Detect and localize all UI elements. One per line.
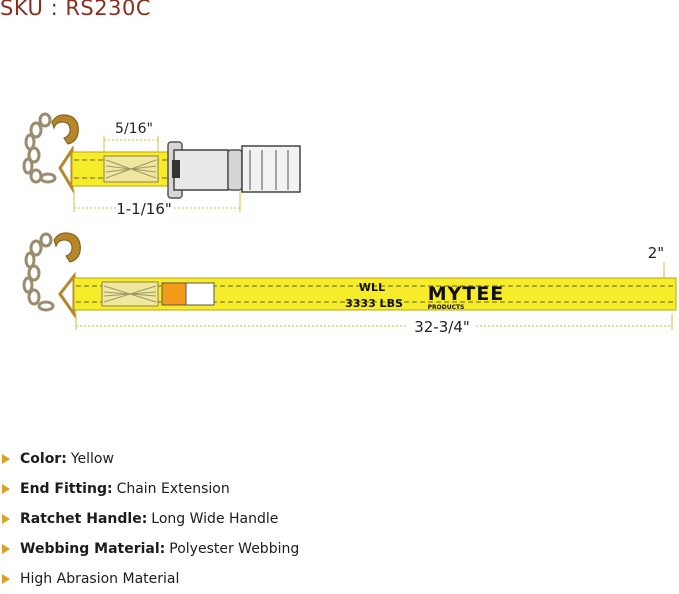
- d-ring-icon: [58, 145, 74, 194]
- bullet-icon: [2, 484, 10, 494]
- feature-value: High Abrasion Material: [20, 571, 180, 587]
- feature-value: Chain Extension: [116, 481, 230, 497]
- feature-item: Ratchet Handle: Long Wide Handle: [0, 504, 278, 534]
- grab-hook-icon: [51, 114, 79, 145]
- grab-hook-icon: [53, 232, 81, 263]
- feature-label: Ratchet Handle:: [20, 511, 148, 527]
- brand-sub: PRODUCTS: [428, 304, 465, 311]
- feature-value: Polyester Webbing: [169, 541, 300, 557]
- short-strap: 5/16" 1-1/16": [22, 112, 301, 218]
- chain-icon: [22, 232, 55, 312]
- feature-item: Webbing Material: Polyester Webbing: [0, 534, 299, 564]
- bullet-icon: [2, 574, 10, 584]
- feature-item: End Fitting: Chain Extension: [0, 474, 230, 504]
- feature-label: Webbing Material:: [20, 541, 166, 557]
- long-length-label: 32-3/4": [414, 318, 470, 336]
- feature-item: High Abrasion Material: [0, 564, 179, 594]
- bullet-icon: [2, 454, 10, 464]
- feature-label: End Fitting:: [20, 481, 113, 497]
- brand-logo: MYTEE: [428, 283, 505, 305]
- long-strap: WLL 3333 LBS MYTEE PRODUCTS 2" 32-3/4": [22, 232, 677, 336]
- feature-value: Yellow: [70, 451, 114, 467]
- d-ring-icon: [58, 271, 76, 319]
- wll-value: 3333 LBS: [345, 297, 403, 310]
- short-width-label: 5/16": [115, 121, 153, 137]
- bullet-icon: [2, 514, 10, 524]
- feature-value: Long Wide Handle: [151, 511, 279, 527]
- chain-icon: [22, 112, 57, 184]
- feature-label: Color:: [20, 451, 67, 467]
- strap-diagram: 5/16" 1-1/16" WLL 3333 LBS: [22, 112, 677, 336]
- ratchet-icon: [167, 141, 301, 199]
- long-width-label: 2": [648, 244, 664, 262]
- feature-item: Color: Yellow: [0, 444, 114, 474]
- sku-title: SKU : RS230C: [0, 0, 152, 20]
- wll-label: WLL: [359, 281, 385, 294]
- bullet-icon: [2, 544, 10, 554]
- short-length-label: 1-1/16": [116, 200, 172, 218]
